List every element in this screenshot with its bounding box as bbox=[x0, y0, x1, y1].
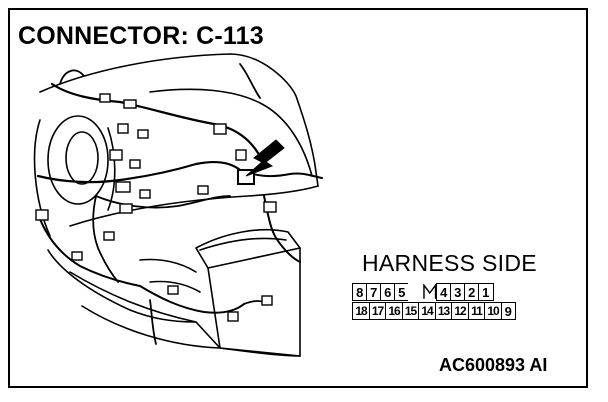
connector-title: CONNECTOR: C-113 bbox=[18, 22, 264, 50]
pin-gap bbox=[408, 283, 424, 301]
center-console-top bbox=[195, 228, 301, 269]
connector-block bbox=[119, 203, 133, 214]
dash-top-outline bbox=[39, 53, 319, 187]
harness-branch-left bbox=[37, 213, 141, 287]
transmission-tunnel bbox=[139, 258, 201, 293]
harness-main-upper bbox=[50, 82, 264, 162]
console-armrest bbox=[199, 237, 287, 251]
locating-arrow-icon bbox=[245, 139, 285, 177]
connector-block bbox=[99, 93, 111, 103]
pin-cell: 16 bbox=[385, 302, 403, 320]
center-console-side bbox=[207, 247, 301, 357]
connector-block bbox=[167, 285, 179, 295]
connector-block bbox=[261, 295, 273, 306]
connector-block bbox=[263, 201, 277, 213]
connector-block bbox=[35, 209, 49, 221]
dash-inner-outline bbox=[149, 88, 313, 177]
connector-block bbox=[213, 123, 227, 135]
connector-pinout: 8 7 6 5 4 3 2 1 18 17 16 15 14 13 12 11 … bbox=[352, 283, 560, 321]
pin-cell: 13 bbox=[434, 302, 453, 320]
connector-block bbox=[115, 181, 131, 193]
connector-bottom-row: 18 17 16 15 14 13 12 11 10 9 bbox=[352, 302, 516, 320]
connector-block bbox=[139, 189, 151, 199]
harness-mid-run bbox=[95, 195, 231, 209]
harness-main-lower bbox=[36, 160, 242, 184]
connector-block bbox=[227, 311, 239, 322]
figure-code: AC600893 AI bbox=[439, 355, 548, 375]
pin-cell: 17 bbox=[368, 302, 387, 320]
connector-block bbox=[235, 149, 247, 161]
center-console-front bbox=[219, 347, 301, 357]
pin-cell: 14 bbox=[418, 302, 436, 320]
floor-panel bbox=[69, 271, 221, 349]
pin-cell: 11 bbox=[467, 302, 486, 320]
connector-block bbox=[197, 185, 209, 195]
connector-block bbox=[137, 129, 149, 139]
connector-block bbox=[71, 251, 83, 261]
pin-cell: 1 bbox=[478, 283, 494, 301]
pin-cell: 18 bbox=[352, 302, 370, 320]
connector-lock-key-icon bbox=[422, 283, 438, 301]
pin-cell: 9 bbox=[500, 302, 516, 320]
connector-block bbox=[123, 99, 137, 109]
pin-cell: 15 bbox=[401, 302, 420, 320]
pin-cell: 10 bbox=[484, 302, 502, 320]
connector-block bbox=[117, 123, 129, 134]
connector-block bbox=[129, 159, 141, 169]
steering-wheel-hub bbox=[47, 115, 109, 205]
connector-block bbox=[109, 149, 123, 161]
dash-lower-edge bbox=[69, 185, 319, 227]
pin-cell: 12 bbox=[451, 302, 469, 320]
dash-front-face bbox=[47, 249, 197, 323]
steering-wheel-inner bbox=[65, 131, 99, 185]
harness-vertical-drop bbox=[92, 195, 119, 283]
harness-top-loop bbox=[59, 63, 261, 99]
harness-branch-floor bbox=[139, 285, 245, 314]
harness-side-label: HARNESS SIDE bbox=[362, 250, 537, 276]
connector-top-row: 8 7 6 5 4 3 2 1 bbox=[352, 283, 494, 301]
harness-branch-down bbox=[149, 299, 157, 345]
connector-block bbox=[103, 231, 115, 241]
